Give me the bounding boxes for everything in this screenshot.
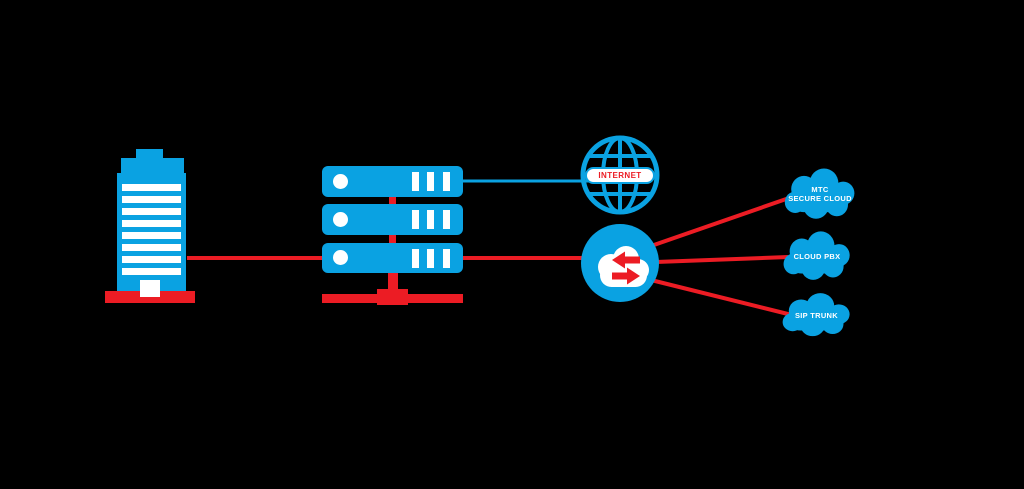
cloud-exchange-icon	[581, 224, 659, 302]
server-led	[333, 212, 348, 227]
internet-pill	[585, 167, 655, 184]
building-window-row	[122, 268, 181, 275]
building-window-row	[122, 208, 181, 215]
server-slot	[443, 172, 450, 191]
building-window-row	[122, 256, 181, 263]
arrow-right-icon	[612, 267, 640, 285]
server-slot	[412, 210, 419, 229]
cloud-label: CLOUD PBX	[779, 229, 855, 283]
cloud-shape	[782, 293, 850, 337]
edge-exchange-sip	[650, 278, 793, 317]
building-window-row	[122, 244, 181, 251]
building-base	[105, 291, 195, 303]
server-slot	[427, 249, 434, 268]
cloud-label: MTC SECURE CLOUD	[780, 166, 860, 222]
cloud-cloud-pbx: CLOUD PBX	[779, 229, 855, 283]
building-window-row	[122, 220, 181, 227]
server-unit-1	[322, 166, 463, 197]
internet-globe-icon: INTERNET	[578, 133, 662, 217]
server-unit-3	[322, 243, 463, 273]
server-connector	[389, 197, 396, 205]
server-slot	[427, 172, 434, 191]
edge-exchange-mtc	[650, 195, 793, 248]
cloud-label: SIP TRUNK	[778, 291, 855, 339]
cloud-label-line1: SIP TRUNK	[795, 310, 838, 320]
office-building-icon	[105, 149, 195, 303]
server-led	[333, 250, 348, 265]
internet-label: INTERNET	[598, 171, 642, 180]
cloud-label-line2: SECURE CLOUD	[788, 194, 852, 203]
building-door	[140, 280, 160, 297]
server-slot	[443, 210, 450, 229]
server-unit-2	[322, 204, 463, 235]
cloud-mtc-secure-cloud: MTC SECURE CLOUD	[780, 166, 860, 222]
server-slot	[412, 172, 419, 191]
cloud-shape	[784, 168, 855, 219]
edge-exchange-pbx	[655, 255, 789, 264]
building-window-row	[122, 196, 181, 203]
arrow-left-icon	[612, 251, 640, 269]
cloud-label-line1: CLOUD PBX	[793, 251, 841, 261]
server-led	[333, 174, 348, 189]
building-body	[117, 173, 186, 293]
cloud-shape	[783, 231, 850, 280]
server-rack-icon	[322, 166, 463, 305]
server-connector	[389, 235, 396, 244]
server-slot	[412, 249, 419, 268]
server-stem	[388, 273, 398, 294]
server-slot	[443, 249, 450, 268]
building-window-row	[122, 184, 181, 191]
building-roof-step	[121, 158, 184, 175]
cloud-sip-trunk: SIP TRUNK	[778, 291, 855, 339]
server-slot	[427, 210, 434, 229]
building-window-row	[122, 232, 181, 239]
cloud-label-line1: MTC	[811, 185, 829, 194]
server-ground-bar	[322, 294, 463, 303]
